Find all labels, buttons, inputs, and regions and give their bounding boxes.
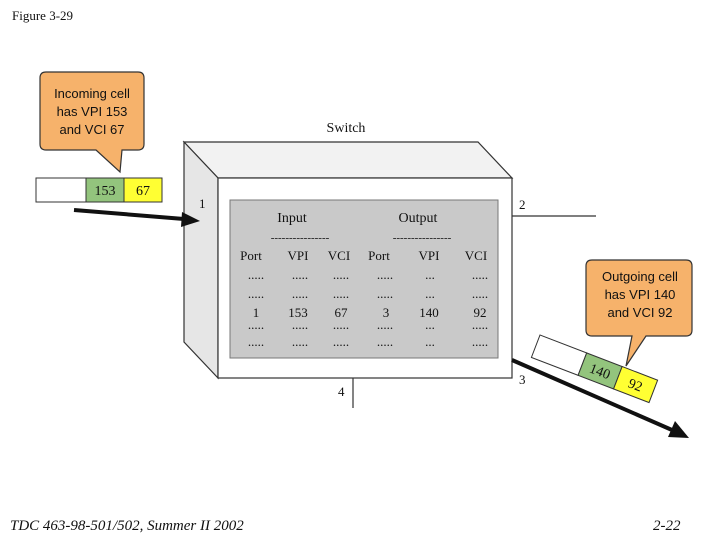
outgoing-callout-line: Outgoing cell xyxy=(602,269,678,284)
input-header: Input xyxy=(277,211,307,226)
figure-label: Figure 3-29 xyxy=(12,8,74,23)
col-header: Port xyxy=(240,248,262,263)
incoming-arrow xyxy=(73,208,200,227)
footer-page-number: 2-22 xyxy=(653,518,681,534)
table-cell: ..... xyxy=(472,286,488,301)
table-cell: ..... xyxy=(248,286,264,301)
table-cell: ..... xyxy=(472,317,488,332)
incoming-callout: Incoming cell has VPI 153 and VCI 67 xyxy=(39,71,145,174)
table-cell: ..... xyxy=(377,267,393,282)
table-cell: ... xyxy=(425,317,435,332)
outgoing-callout: Outgoing cell has VPI 140 and VCI 92 xyxy=(585,259,693,367)
port-2-label: 2 xyxy=(519,197,526,212)
table-cell: ..... xyxy=(292,267,308,282)
col-header: Port xyxy=(368,248,390,263)
output-divider: ---------------- xyxy=(393,232,452,244)
port-4-label: 4 xyxy=(338,384,345,399)
outgoing-vpi-value: 140 xyxy=(587,362,612,384)
col-header: VCI xyxy=(328,248,350,263)
col-header: VPI xyxy=(288,248,309,263)
port-1-label: 1 xyxy=(199,196,206,211)
outgoing-vci-value: 92 xyxy=(626,376,644,395)
table-cell: ..... xyxy=(377,286,393,301)
outgoing-callout-line: has VPI 140 xyxy=(605,287,676,302)
col-header: VCI xyxy=(465,248,487,263)
table-cell: 3 xyxy=(383,305,390,320)
port-3-label: 3 xyxy=(519,372,526,387)
table-cell: ... xyxy=(425,334,435,349)
table-cell: 67 xyxy=(335,305,349,320)
table-cell: ..... xyxy=(292,334,308,349)
outgoing-cell-payload xyxy=(530,334,588,376)
incoming-cell-vci-field xyxy=(123,177,163,203)
table-cell: ..... xyxy=(377,334,393,349)
table-cell: ..... xyxy=(333,286,349,301)
table-cell: ..... xyxy=(472,267,488,282)
table-cell: 1 xyxy=(253,305,260,320)
incoming-vci-value: 67 xyxy=(136,184,150,199)
incoming-cell-vpi-field xyxy=(85,177,125,203)
switch-top-face xyxy=(182,141,514,179)
table-cell: ..... xyxy=(333,267,349,282)
incoming-callout-line: and VCI 67 xyxy=(59,122,124,137)
switch-box xyxy=(182,140,514,380)
col-header: VPI xyxy=(419,248,440,263)
table-cell: ..... xyxy=(472,334,488,349)
vc-table-panel xyxy=(229,199,499,359)
table-cell: ..... xyxy=(248,267,264,282)
output-header: Output xyxy=(399,211,438,226)
table-cell: ..... xyxy=(377,317,393,332)
table-cell: 140 xyxy=(419,305,439,320)
incoming-cell: 153 67 xyxy=(35,177,163,203)
table-cell: 92 xyxy=(474,305,487,320)
footer-course: TDC 463-98-501/502, Summer II 2002 xyxy=(10,518,244,534)
outgoing-arrow xyxy=(511,358,689,438)
table-cell: ... xyxy=(425,286,435,301)
switch-left-face xyxy=(183,140,219,380)
incoming-callout-line: has VPI 153 xyxy=(57,104,128,119)
table-cell: ..... xyxy=(333,334,349,349)
table-cell: ..... xyxy=(248,334,264,349)
vc-table: Input Output ---------------- ----------… xyxy=(240,211,488,349)
table-cell: ..... xyxy=(292,286,308,301)
switch-title: Switch xyxy=(327,121,366,136)
incoming-cell-payload xyxy=(35,177,87,203)
table-cell: ..... xyxy=(248,317,264,332)
table-cell: 153 xyxy=(288,305,308,320)
table-cell: ..... xyxy=(292,317,308,332)
table-cell: ... xyxy=(425,267,435,282)
outgoing-cell-vci-field xyxy=(612,365,659,404)
incoming-callout-line: Incoming cell xyxy=(54,86,130,101)
outgoing-callout-line: and VCI 92 xyxy=(607,305,672,320)
table-cell: ..... xyxy=(333,317,349,332)
incoming-vpi-value: 153 xyxy=(95,184,116,199)
outgoing-cell: 140 92 xyxy=(530,334,659,404)
input-divider: ---------------- xyxy=(271,232,330,244)
